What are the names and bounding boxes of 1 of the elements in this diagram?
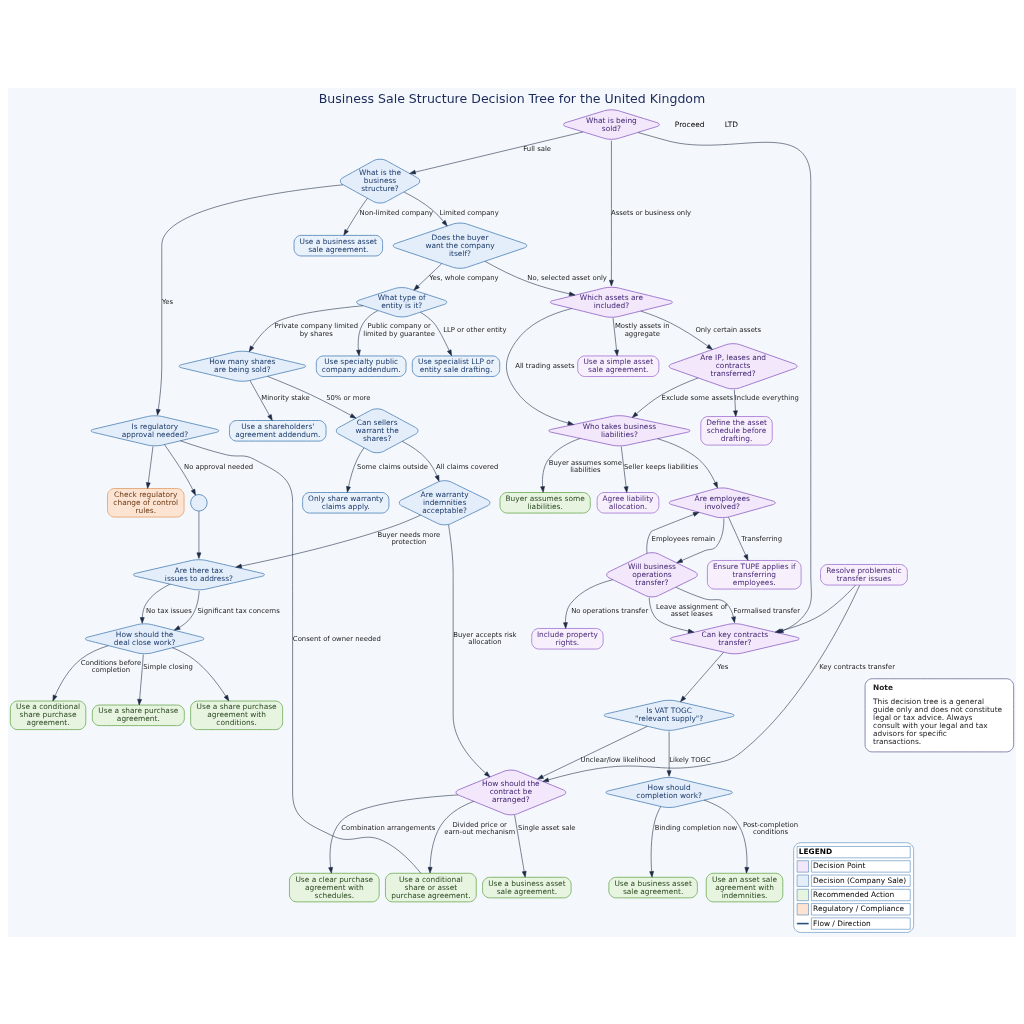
diagram-title: Business Sale Structure Decision Tree for the United Kingdom: [318, 90, 706, 106]
